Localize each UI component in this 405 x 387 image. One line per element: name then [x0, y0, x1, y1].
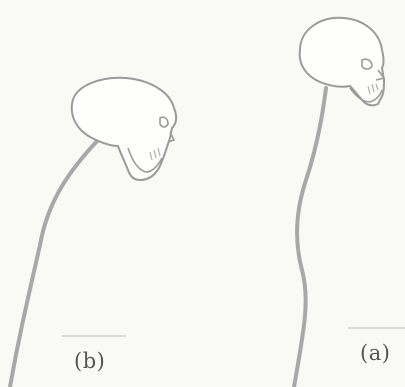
- figure-a-upright: [294, 18, 384, 387]
- panel-label-a: (a): [360, 341, 390, 365]
- spine-a: [294, 88, 326, 387]
- figure-b-hunched: [10, 78, 176, 387]
- panel-label-b: (b): [74, 349, 105, 373]
- skull-b: [72, 78, 176, 180]
